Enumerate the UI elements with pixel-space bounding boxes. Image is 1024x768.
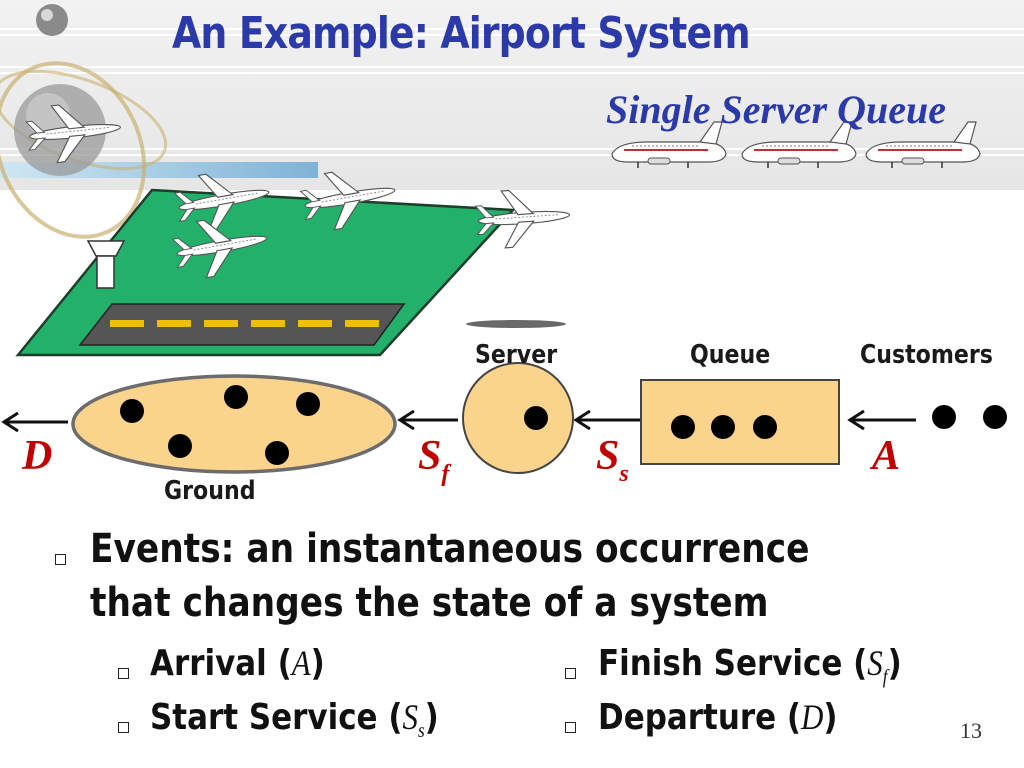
ground-dots [120,385,320,465]
server-node [462,362,574,474]
plane-icon [474,185,573,251]
bullet-icon [565,668,576,679]
control-tower-icon [86,240,126,289]
bullet-arrival: Arrival (A) [150,643,325,684]
bullet-icon [55,554,66,565]
server-dot [524,406,548,430]
page-title: An Example: Airport System [172,8,751,59]
arriving-customer-dots [932,405,1007,429]
airfield [15,188,516,357]
bullet-start-service: Start Service (Ss) [150,697,439,742]
finish-service-symbol: Sf [418,433,450,487]
arrival-symbol: A [872,433,901,479]
queue-node [640,379,840,465]
bullet-icon [118,668,129,679]
queue-label: Queue [690,340,771,370]
departure-symbol: D [22,433,53,479]
bullet-icon [118,722,129,733]
bullet-icon [565,722,576,733]
server-label: Server [475,340,558,370]
bullet-main-line1: Events: an instantaneous occurrence [90,526,810,572]
bullet-main-line2: that changes the state of a system [90,580,769,626]
page-number: 13 [960,718,982,743]
bullet-finish-service: Finish Service (Sf) [598,643,902,688]
start-service-symbol: Ss [596,433,629,487]
queue-dots [671,415,777,439]
header-band [0,0,1024,190]
queue-diagram [1,362,1007,474]
plane-silhouette-icon [466,320,566,328]
bullet-departure: Departure (D) [598,697,838,738]
page-subtitle: Single Server Queue [606,87,946,132]
customers-label: Customers [860,340,993,370]
ground-label: Ground [164,476,256,506]
